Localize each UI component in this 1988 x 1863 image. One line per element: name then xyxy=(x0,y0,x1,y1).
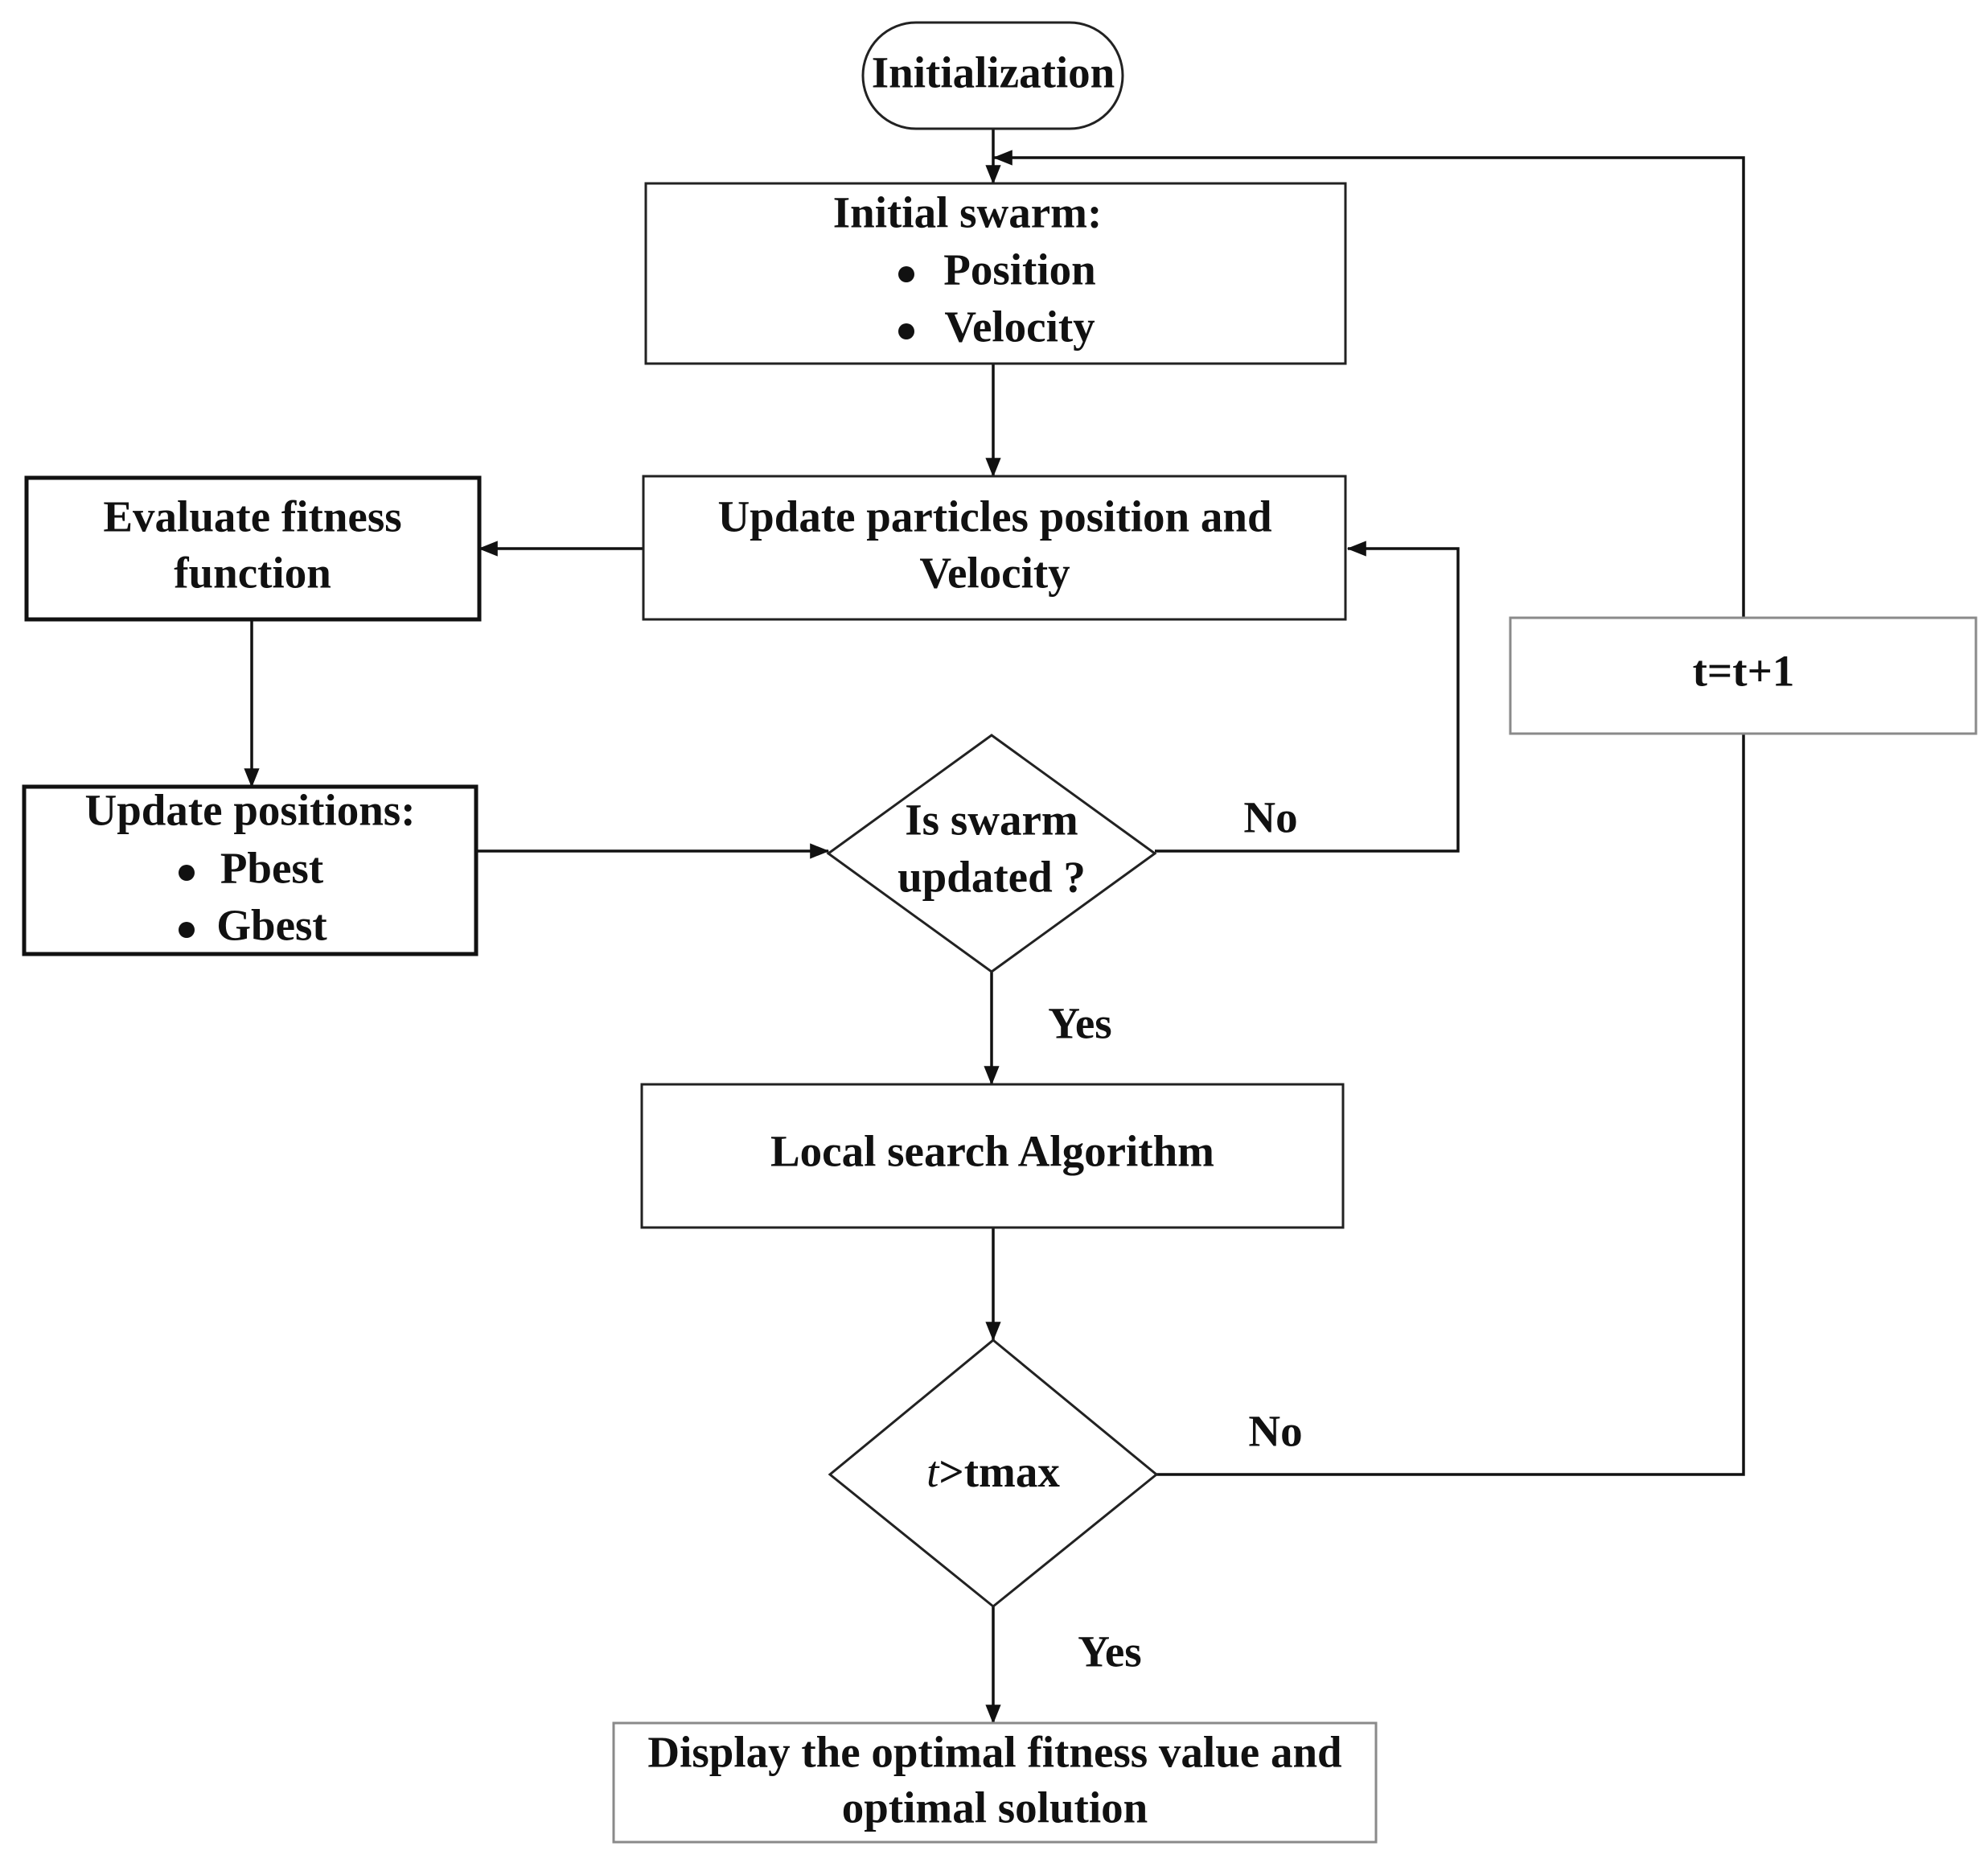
edge-label-swarm-yes: Yes xyxy=(1048,999,1111,1048)
initial-swarm-bullet-position: Position xyxy=(943,245,1095,294)
update-positions-title: Update positions: xyxy=(84,786,415,835)
initial-swarm-title: Initial swarm: xyxy=(833,188,1103,237)
evaluate-fitness-line-2: function xyxy=(174,549,331,598)
bullet-velocity xyxy=(898,323,914,339)
initialization-node: Initialization xyxy=(861,21,1124,130)
initialization-label: Initialization xyxy=(872,48,1115,97)
is-swarm-updated-decision: Is swarm updated ? xyxy=(826,734,1157,973)
t-increment-node: t=t+1 xyxy=(1509,616,1978,735)
update-positions-bullet-gbest: Gbest xyxy=(216,901,327,950)
update-positions-bullet-pbest: Pbest xyxy=(220,844,324,893)
evaluate-fitness-line-1: Evaluate fitness xyxy=(103,492,401,541)
edge-t-increment-to-initial-swarm xyxy=(992,150,1745,618)
initial-swarm-bullet-velocity: Velocity xyxy=(944,302,1095,352)
local-search-label: Local search Algorithm xyxy=(770,1127,1214,1176)
local-search-node: Local search Algorithm xyxy=(640,1083,1345,1229)
t-gt-tmax-label: t>tmax xyxy=(926,1447,1060,1496)
t-gt-tmax-decision: t>tmax xyxy=(828,1339,1159,1608)
evaluate-fitness-node: Evaluate fitness function xyxy=(24,475,482,622)
edge-label-tmax-no: No xyxy=(1248,1407,1302,1456)
bullet-pbest xyxy=(179,865,195,881)
edge-label-swarm-no: No xyxy=(1243,793,1297,842)
bullet-position xyxy=(898,266,914,282)
t-gt-tmax-rest: >tmax xyxy=(939,1447,1060,1496)
update-positions-node: Update positions: Pbest Gbest xyxy=(22,784,479,956)
display-optimal-line-1: Display the optimal fitness value and xyxy=(647,1728,1341,1777)
is-swarm-updated-line-2: updated ? xyxy=(897,853,1086,902)
initial-swarm-node: Initial swarm: Position Velocity xyxy=(644,182,1347,365)
bullet-gbest xyxy=(179,922,195,938)
t-gt-tmax-italic: t xyxy=(926,1447,940,1496)
edge-is-swarm-updated-no-loop xyxy=(1155,541,1460,853)
edge-label-tmax-yes: Yes xyxy=(1078,1627,1141,1676)
t-increment-label: t=t+1 xyxy=(1693,647,1795,696)
display-optimal-line-2: optimal solution xyxy=(842,1783,1148,1832)
connectors xyxy=(244,129,1745,1725)
update-particles-line-1: Update particles position and xyxy=(717,492,1271,541)
update-particles-node: Update particles position and Velocity xyxy=(642,475,1347,621)
edge-tmax-no xyxy=(1156,734,1745,1476)
update-particles-line-2: Velocity xyxy=(919,549,1070,598)
is-swarm-updated-line-1: Is swarm xyxy=(905,796,1078,845)
display-optimal-node: Display the optimal fitness value and op… xyxy=(612,1721,1378,1844)
